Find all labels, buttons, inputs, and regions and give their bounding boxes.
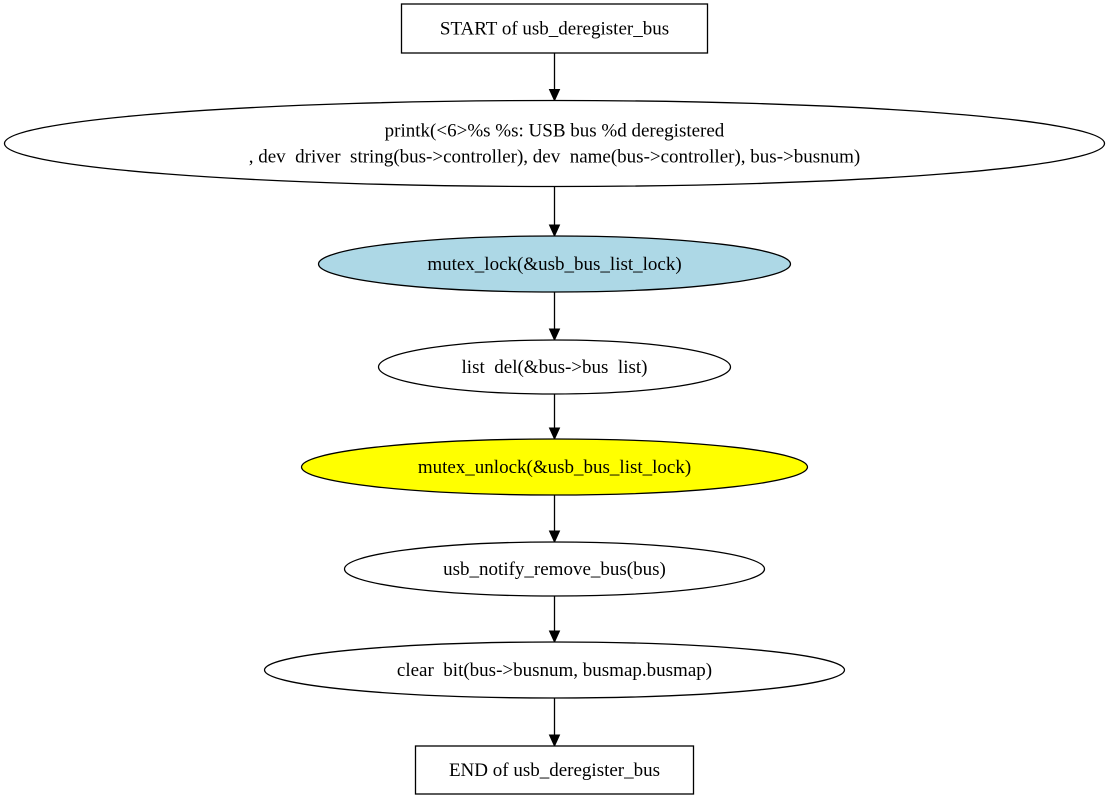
edge-notify-remove-to-clear-bit: [548, 596, 561, 644]
node-end: END of usb_deregister_bus: [414, 745, 695, 795]
node-box: [414, 745, 695, 795]
node-ellipse: [263, 641, 846, 699]
node-label: , dev driver string(bus->controller), de…: [249, 147, 861, 168]
node-clear-bit: clear bit(bus->busnum, busmap.busmap): [263, 641, 846, 699]
edge-mutex-unlock-to-notify-remove: [548, 495, 561, 544]
node-label: list del(&bus->bus list): [462, 357, 648, 378]
node-list-del: list del(&bus->bus list): [377, 339, 732, 395]
arrowhead-icon: [548, 328, 561, 342]
node-start: START of usb_deregister_bus: [400, 3, 709, 54]
node-ellipse: [343, 541, 766, 597]
edge-mutex-lock-to-list-del: [548, 292, 561, 342]
nodes: START of usb_deregister_bus printk(<6>%s …: [3, 3, 1106, 795]
arrowhead-icon: [548, 427, 561, 441]
node-label: mutex_lock(&usb_bus_list_lock): [427, 254, 681, 275]
arrowhead-icon: [548, 734, 561, 748]
edge-start-to-printk: [548, 53, 561, 102]
node-printk: printk(<6>%s %s: USB bus %d deregistered…: [3, 99, 1106, 188]
node-label: usb_notify_remove_bus(bus): [443, 559, 666, 580]
node-ellipse: [300, 438, 809, 496]
node-mutex-lock: mutex_lock(&usb_bus_list_lock): [317, 235, 792, 293]
node-label: END of usb_deregister_bus: [449, 760, 660, 781]
edge-list-del-to-mutex-unlock: [548, 394, 561, 441]
edges: [548, 53, 561, 748]
node-ellipse: [3, 99, 1106, 188]
edge-printk-to-mutex-lock: [548, 186, 561, 238]
node-label: mutex_unlock(&usb_bus_list_lock): [418, 457, 691, 478]
node-ellipse: [317, 235, 792, 293]
arrowhead-icon: [548, 89, 561, 102]
node-ellipse: [377, 339, 732, 395]
node-label: START of usb_deregister_bus: [440, 19, 669, 40]
arrowhead-icon: [548, 224, 561, 238]
edge-clear-bit-to-end: [548, 698, 561, 748]
node-label: printk(<6>%s %s: USB bus %d deregistered: [385, 121, 725, 142]
node-mutex-unlock: mutex_unlock(&usb_bus_list_lock): [300, 438, 809, 496]
node-notify-remove: usb_notify_remove_bus(bus): [343, 541, 766, 597]
arrowhead-icon: [548, 630, 561, 644]
arrowhead-icon: [548, 530, 561, 544]
node-label: clear bit(bus->busnum, busmap.busmap): [397, 660, 712, 681]
node-box: [400, 3, 709, 54]
